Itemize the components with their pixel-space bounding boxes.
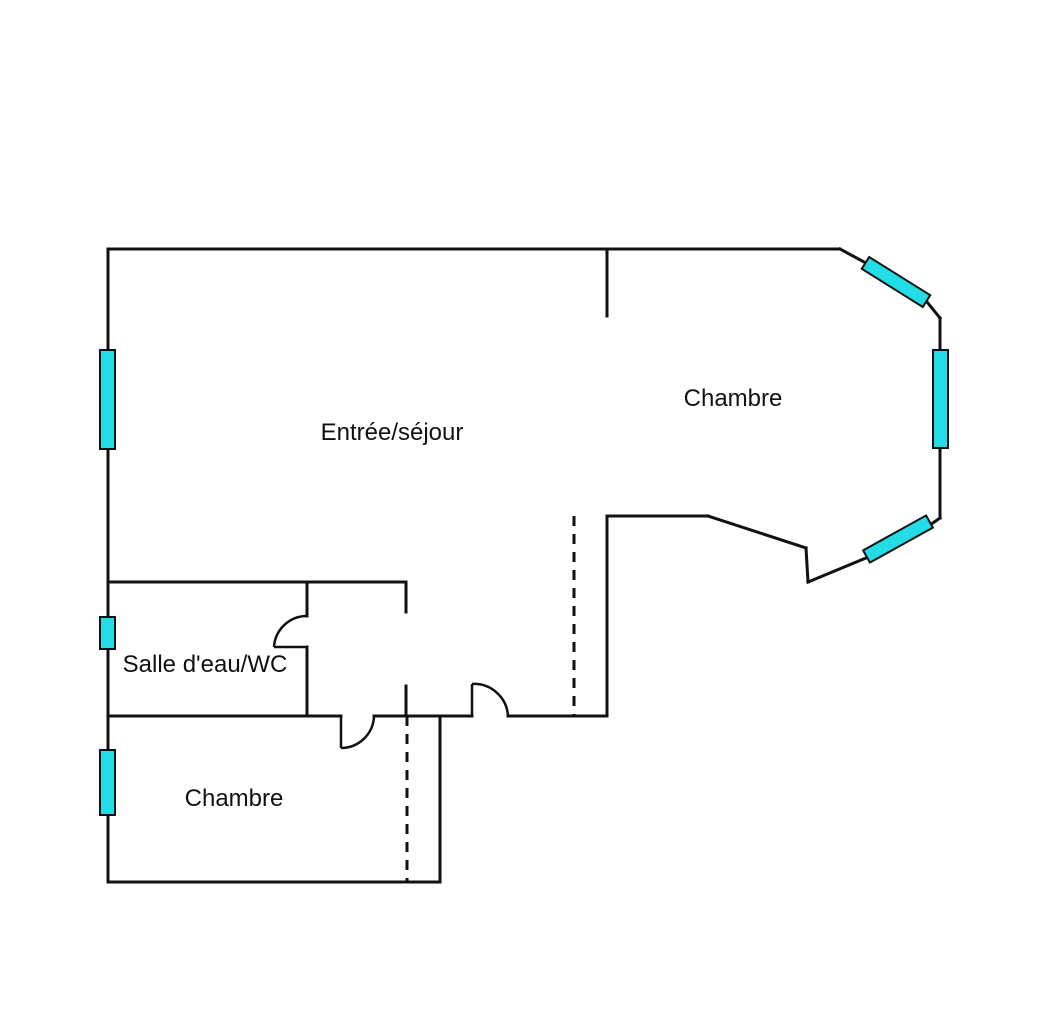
window-left-bathroom: [99, 616, 116, 650]
room-labels: Entrée/séjour Chambre Salle d'eau/WC Cha…: [123, 385, 783, 812]
window-left-bedroom: [99, 749, 116, 816]
door-arcs: [272, 614, 510, 750]
window-right-top: [860, 255, 932, 309]
door-arc-south-bedroom: [340, 715, 376, 750]
wall-notch-vertical: [804, 546, 810, 584]
wall-right-upper-corner: [924, 299, 943, 321]
window-right-middle: [932, 349, 949, 449]
label-bathroom: Salle d'eau/WC: [123, 651, 288, 678]
outer-walls: [106, 246, 943, 884]
window-left-upper: [99, 349, 116, 450]
wall-bottom-right-diagonal: [806, 556, 868, 584]
open-partitions: [405, 516, 576, 882]
wall-angled: [706, 514, 808, 550]
label-bedroom-east: Chambre: [684, 385, 783, 412]
door-arc-bathroom: [272, 614, 308, 648]
label-living-room: Entrée/séjour: [321, 419, 464, 446]
windows: [99, 255, 949, 816]
window-right-bottom: [861, 514, 935, 564]
label-bedroom-south: Chambre: [185, 785, 284, 812]
wall-top-right-corner: [837, 246, 867, 265]
door-arc-corridor: [471, 682, 510, 717]
interior-walls: [106, 247, 609, 748]
